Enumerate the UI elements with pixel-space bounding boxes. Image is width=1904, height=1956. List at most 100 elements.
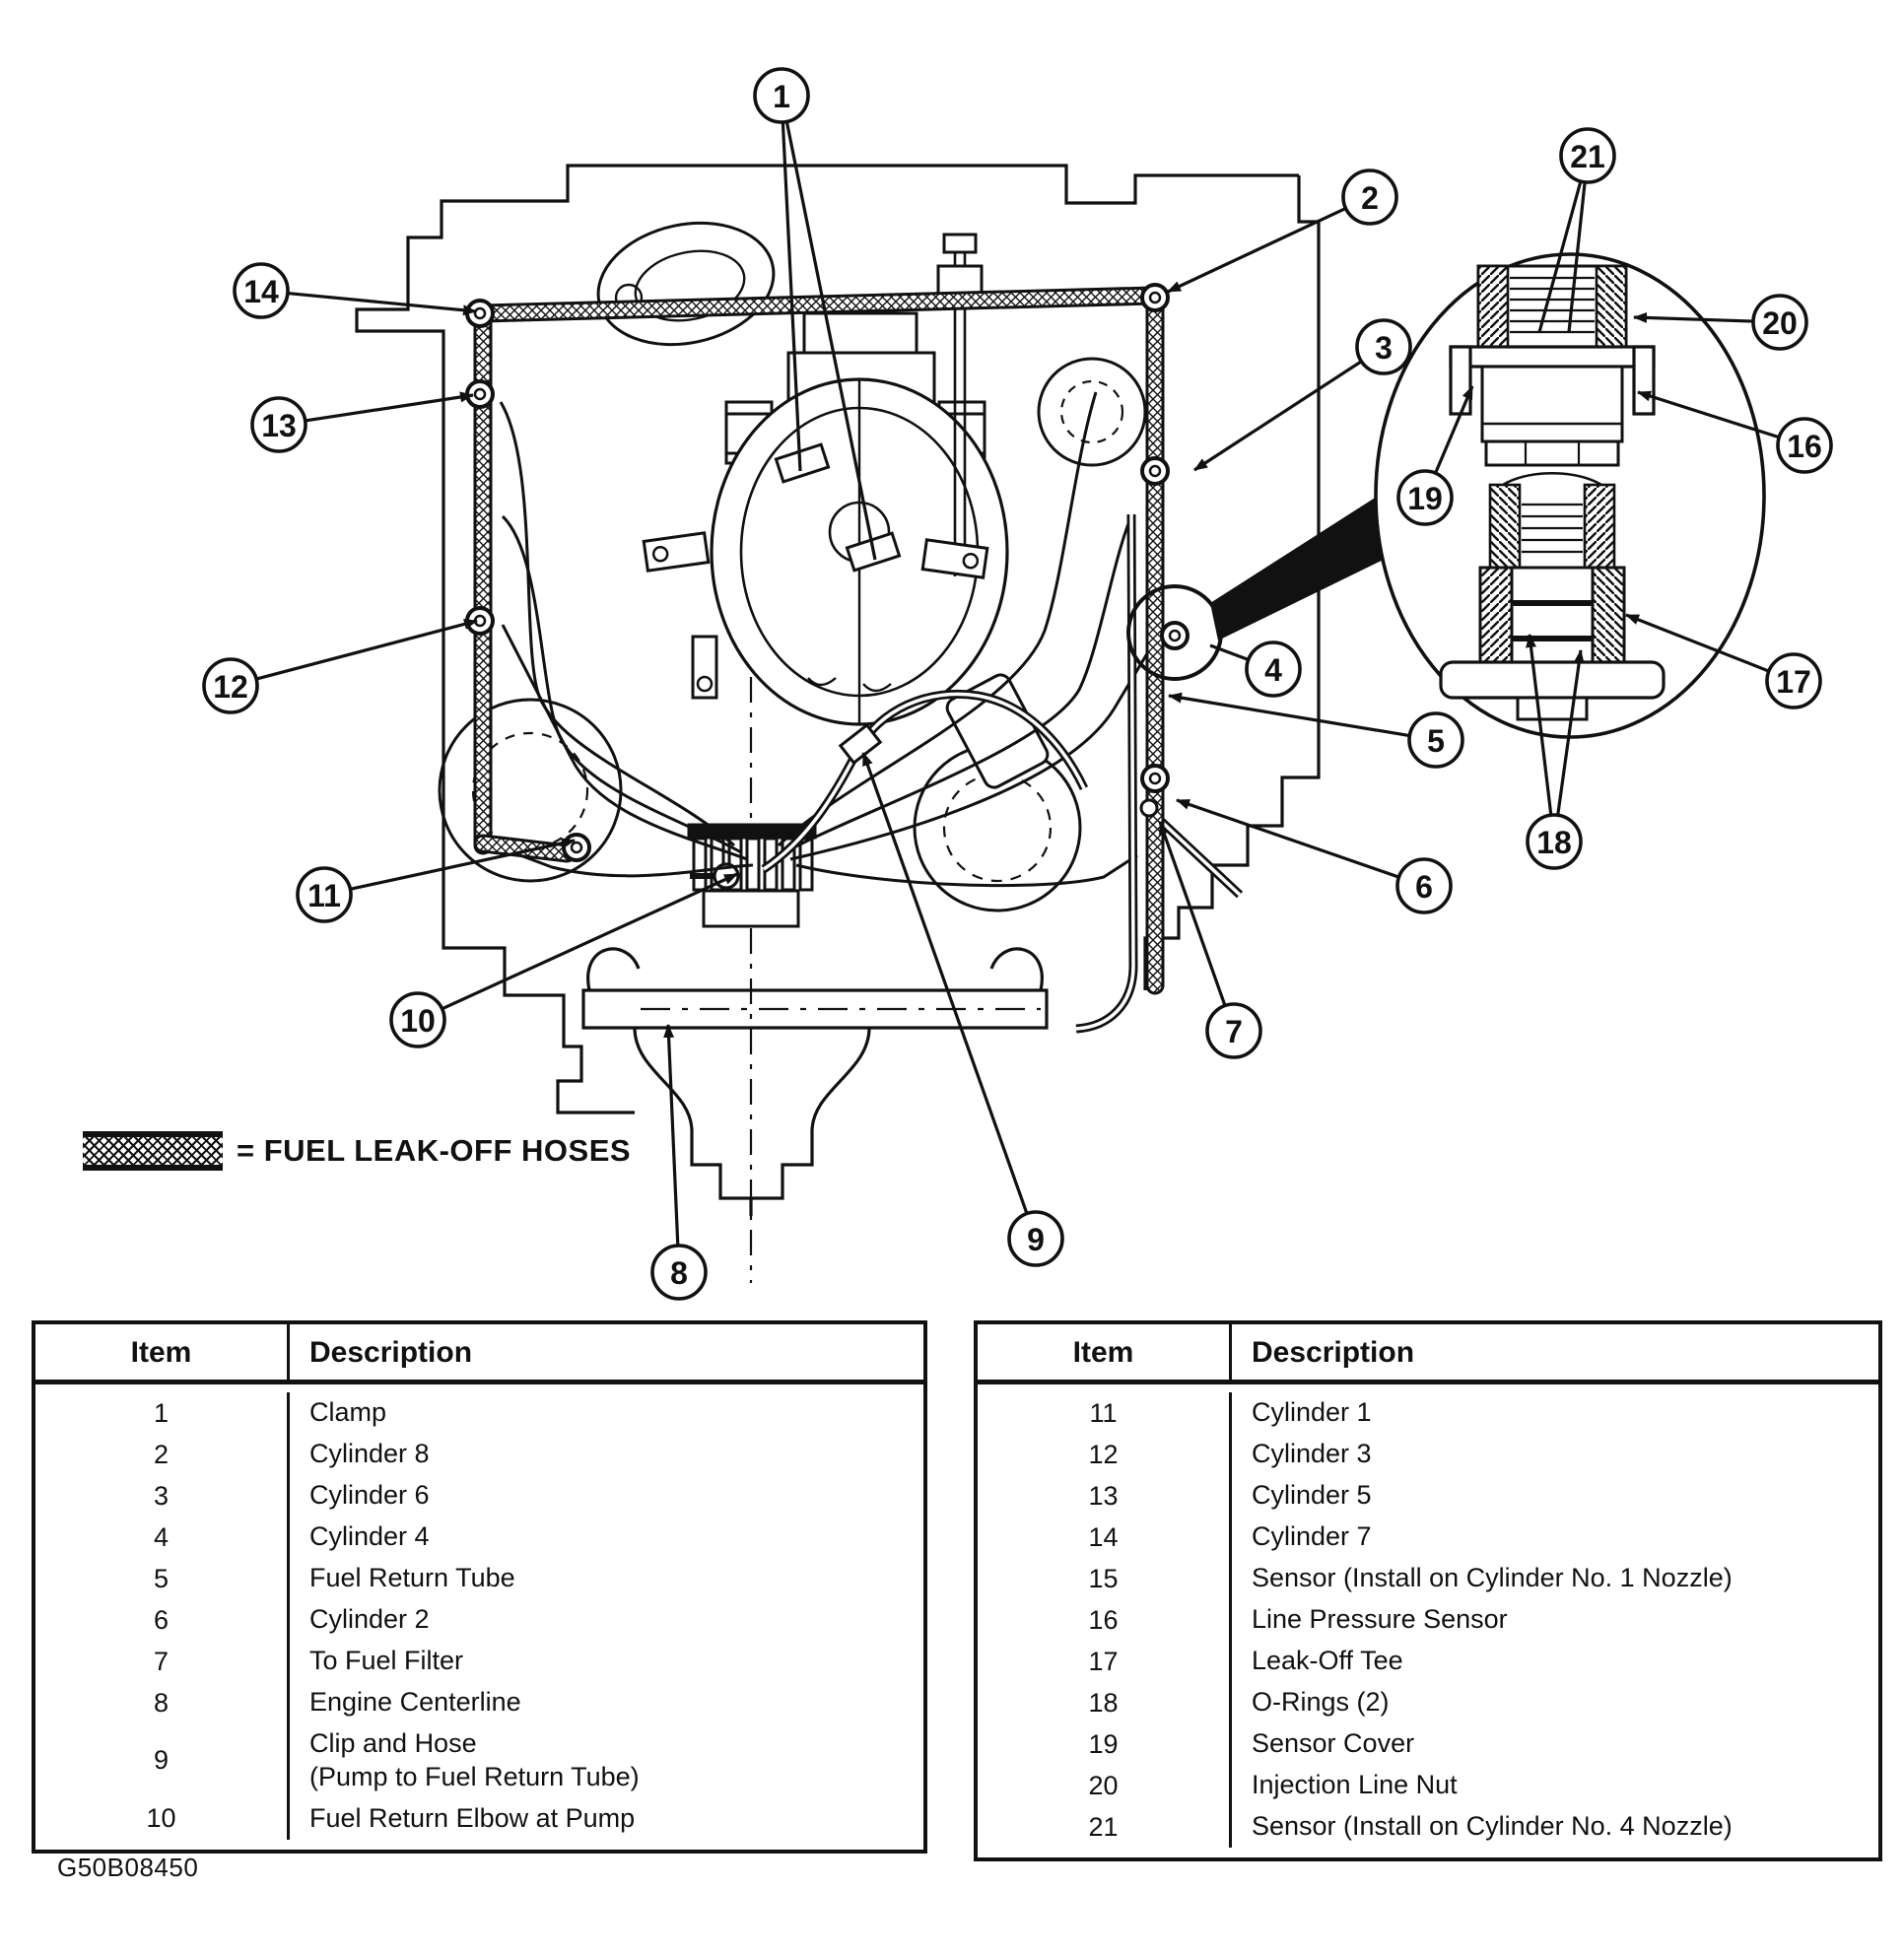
callout-balloon (1407, 711, 1464, 769)
callout-balloon (753, 67, 810, 124)
callout-6: 6 (1176, 798, 1453, 914)
callout-balloon (296, 866, 353, 923)
callout-balloon (1765, 652, 1822, 709)
callout-4: 4 (1209, 641, 1302, 698)
table-row: 5 Fuel Return Tube (35, 1558, 923, 1599)
description-cell: Fuel Return Tube (309, 1563, 515, 1593)
description-cell: O-Rings (2) (1252, 1687, 1390, 1718)
callout-balloon (650, 1244, 708, 1301)
callout-20: 20 (1633, 294, 1808, 351)
callout-2: 2 (1167, 169, 1398, 294)
callout-number: 7 (1225, 1014, 1243, 1049)
leader-line (1625, 613, 1770, 673)
description-cell: Clip and Hose (Pump to Fuel Return Tube) (309, 1728, 640, 1791)
description-cell: Cylinder 6 (309, 1480, 430, 1511)
item-number-cell: 4 (35, 1517, 290, 1558)
legend: = FUEL LEAK-OFF HOSES (83, 1131, 631, 1171)
callout-balloon (1007, 1210, 1064, 1267)
leader-line (1158, 821, 1227, 1007)
item-number-cell: 21 (978, 1806, 1232, 1848)
leader-line (1637, 390, 1780, 439)
callout-16: 16 (1637, 390, 1833, 474)
column-header-description: Description (309, 1336, 473, 1369)
item-number-cell: 10 (35, 1797, 290, 1840)
callout-7: 7 (1158, 821, 1262, 1059)
leader-line (1167, 207, 1347, 294)
description-cell: Engine Centerline (309, 1687, 521, 1718)
callout-number: 10 (400, 1003, 436, 1039)
leader-line (1556, 649, 1585, 816)
figure-code: G50B08450 (57, 1853, 199, 1882)
item-number-cell: 12 (978, 1434, 1232, 1475)
callout-number: 17 (1776, 664, 1811, 700)
item-number-cell: 8 (35, 1682, 290, 1723)
callout-number: 19 (1407, 481, 1443, 516)
description-cell: Cylinder 8 (309, 1439, 430, 1469)
description-cell: Fuel Return Elbow at Pump (309, 1802, 636, 1833)
callout-balloon (1395, 857, 1453, 914)
leader-line (861, 752, 1029, 1215)
leader-line (1209, 643, 1250, 662)
callout-balloon (202, 657, 259, 714)
item-number-cell: 15 (978, 1558, 1232, 1599)
callout-18: 18 (1526, 634, 1585, 870)
description-cell: Cylinder 2 (309, 1604, 430, 1635)
item-number-cell: 13 (978, 1475, 1232, 1517)
item-number-cell: 20 (978, 1765, 1232, 1806)
leader-line (255, 619, 478, 681)
callout-number: 13 (261, 408, 297, 443)
callout-number: 18 (1536, 825, 1572, 860)
callout-balloon (250, 396, 307, 453)
leader-line (781, 121, 802, 472)
callout-12: 12 (202, 619, 478, 714)
callout-balloon (1751, 294, 1808, 351)
description-cell: Sensor (Install on Cylinder No. 1 Nozzle… (1252, 1563, 1733, 1593)
item-number-cell: 17 (978, 1641, 1232, 1682)
item-number-cell: 5 (35, 1558, 290, 1599)
callout-number: 1 (773, 79, 790, 114)
item-number-cell: 6 (35, 1599, 290, 1641)
callout-balloon (1205, 1002, 1262, 1059)
callout-number: 5 (1427, 723, 1445, 759)
item-number-cell: 19 (978, 1723, 1232, 1765)
callout-1: 1 (753, 67, 877, 561)
hose-pattern-swatch (83, 1131, 223, 1171)
callout-number: 4 (1264, 652, 1282, 688)
leader-line (1526, 634, 1553, 816)
table-row: 8 Engine Centerline (35, 1682, 923, 1723)
item-number-cell: 11 (978, 1392, 1232, 1434)
leader-line (784, 121, 877, 561)
callout-number: 14 (243, 274, 279, 309)
callout-number: 6 (1415, 869, 1433, 905)
callout-19: 19 (1396, 385, 1474, 526)
callout-number: 11 (307, 878, 341, 913)
leader-line (305, 391, 474, 423)
callout-number: 9 (1027, 1222, 1045, 1257)
injection-pump (687, 823, 817, 928)
callout-number: 21 (1570, 139, 1605, 174)
leader-line (441, 872, 738, 1011)
leader-line (350, 838, 576, 891)
leader-line (1434, 385, 1474, 474)
column-header-item: Item (978, 1324, 1232, 1380)
callout-balloon (1559, 127, 1616, 184)
callout-21: 21 (1537, 127, 1616, 333)
description-cell: Injection Line Nut (1252, 1770, 1458, 1800)
callout-9: 9 (861, 752, 1064, 1267)
item-number-cell: 3 (35, 1475, 290, 1517)
table-row: 15 Sensor (Install on Cylinder No. 1 Nozz… (978, 1558, 1878, 1599)
item-number-cell: 1 (35, 1392, 290, 1434)
